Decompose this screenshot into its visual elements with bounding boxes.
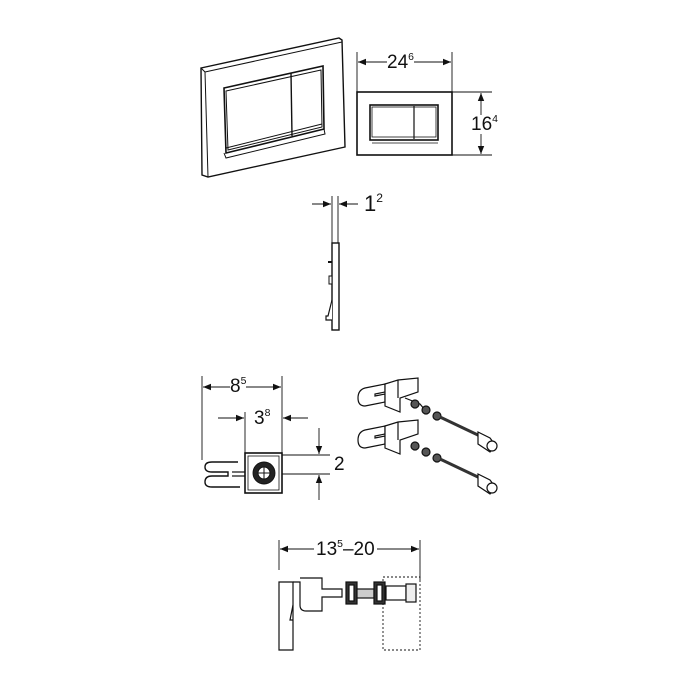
plate-height-label: 164 [471,114,498,135]
install-depth-label: 135–20 [314,539,377,560]
install-depth-value: 13 [316,539,338,560]
bracket-side-view [278,540,421,651]
plate-width-label: 246 [387,52,414,73]
bracket-inner-width-value: 3 [254,408,265,429]
bracket-front-view [201,376,330,500]
plate-thickness-sup: 2 [376,191,383,205]
bracket-total-width-label: 85 [230,376,247,397]
perspective-plate-view [200,37,346,178]
plate-width-value: 24 [387,52,409,73]
plate-thickness-value: 1 [364,191,377,217]
install-depth-sup: 5 [337,539,343,551]
plate-width-sup: 6 [408,52,414,64]
plate-height-value: 16 [471,114,493,135]
bracket-total-width-value: 8 [230,376,241,397]
bracket-total-width-sup: 5 [240,376,247,388]
plate-height-sup: 4 [492,114,498,126]
front-plate-view [356,91,453,156]
install-depth-suffix: –20 [342,539,375,560]
side-plate-view [312,196,358,331]
bracket-inner-width-sup: 8 [264,408,271,420]
bracket-lower [357,419,498,495]
brackets-perspective-view [357,377,498,495]
bracket-upper [357,377,498,453]
bracket-height-label: 2 [334,455,345,474]
bracket-height-value: 2 [334,454,345,475]
plate-thickness-label: 12 [364,191,383,217]
bracket-inner-width-label: 38 [254,408,271,429]
